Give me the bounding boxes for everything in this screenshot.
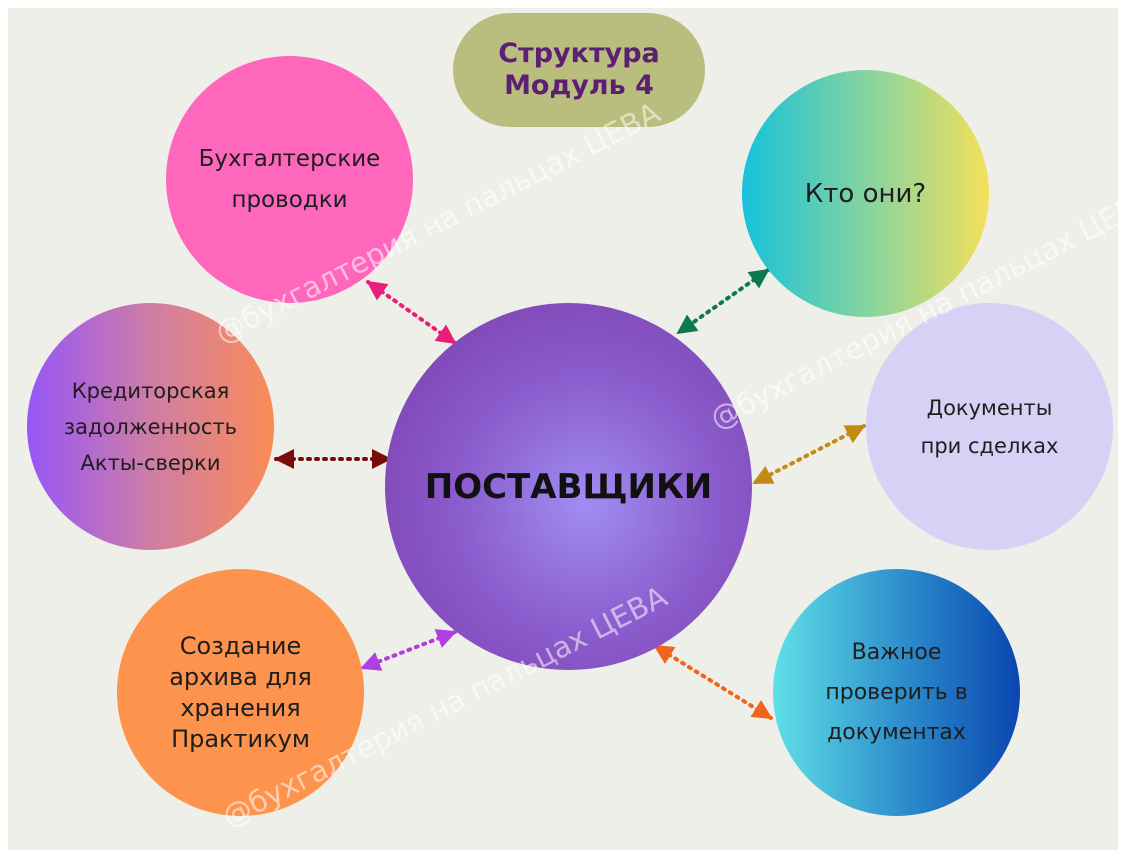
node-archive-label: Создание архива для хранения Практикум (169, 631, 312, 753)
arrow-archive (360, 629, 457, 671)
node-accounting-entries-label: Бухгалтерские проводки (198, 145, 381, 213)
node-transaction-documents-label: Документы при сделках (920, 395, 1059, 458)
arrow-who (676, 268, 770, 335)
arrow-docs (752, 424, 866, 485)
node-center-suppliers: ПОСТАВЩИКИ (385, 303, 752, 670)
node-accounting-entries: Бухгалтерские проводки (166, 56, 413, 303)
title-pill: Структура Модуль 4 (453, 13, 705, 127)
node-check-documents: Важное проверить в документах (773, 569, 1020, 816)
node-archive: Создание архива для хранения Практикум (117, 569, 364, 816)
arrow-buh (366, 280, 457, 345)
arrow-check (653, 644, 773, 720)
node-check-documents-label: Важное проверить в документах (825, 639, 968, 745)
node-payables-label: Кредиторская задолженность Акты-сверки (63, 378, 238, 475)
node-who-are-they: Кто они? (742, 70, 989, 317)
center-label: ПОСТАВЩИКИ (424, 466, 713, 507)
node-who-are-they-label: Кто они? (804, 178, 927, 209)
title-text: Структура Модуль 4 (498, 38, 660, 101)
node-payables: Кредиторская задолженность Акты-сверки (27, 303, 274, 550)
node-transaction-documents: Документы при сделках (866, 303, 1113, 550)
